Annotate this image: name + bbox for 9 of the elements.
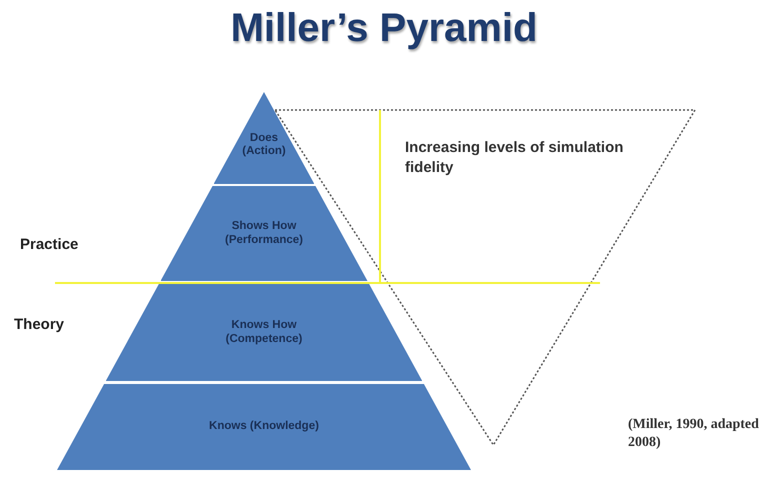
- title: Miller’s Pyramid: [230, 6, 538, 51]
- level-label: Does (Action): [241, 132, 287, 158]
- level-group-label: Theory: [14, 316, 64, 333]
- fidelity-label: Increasing levels of simulation fidelity: [405, 138, 624, 178]
- level-label: Knows (Knowledge): [208, 420, 320, 434]
- citation: (Miller, 1990, adapted 2008): [628, 416, 760, 452]
- level-label: Shows How (Performance): [224, 220, 304, 247]
- level-label: Knows How (Competence): [224, 319, 304, 346]
- level-group-label: Practice: [20, 236, 78, 253]
